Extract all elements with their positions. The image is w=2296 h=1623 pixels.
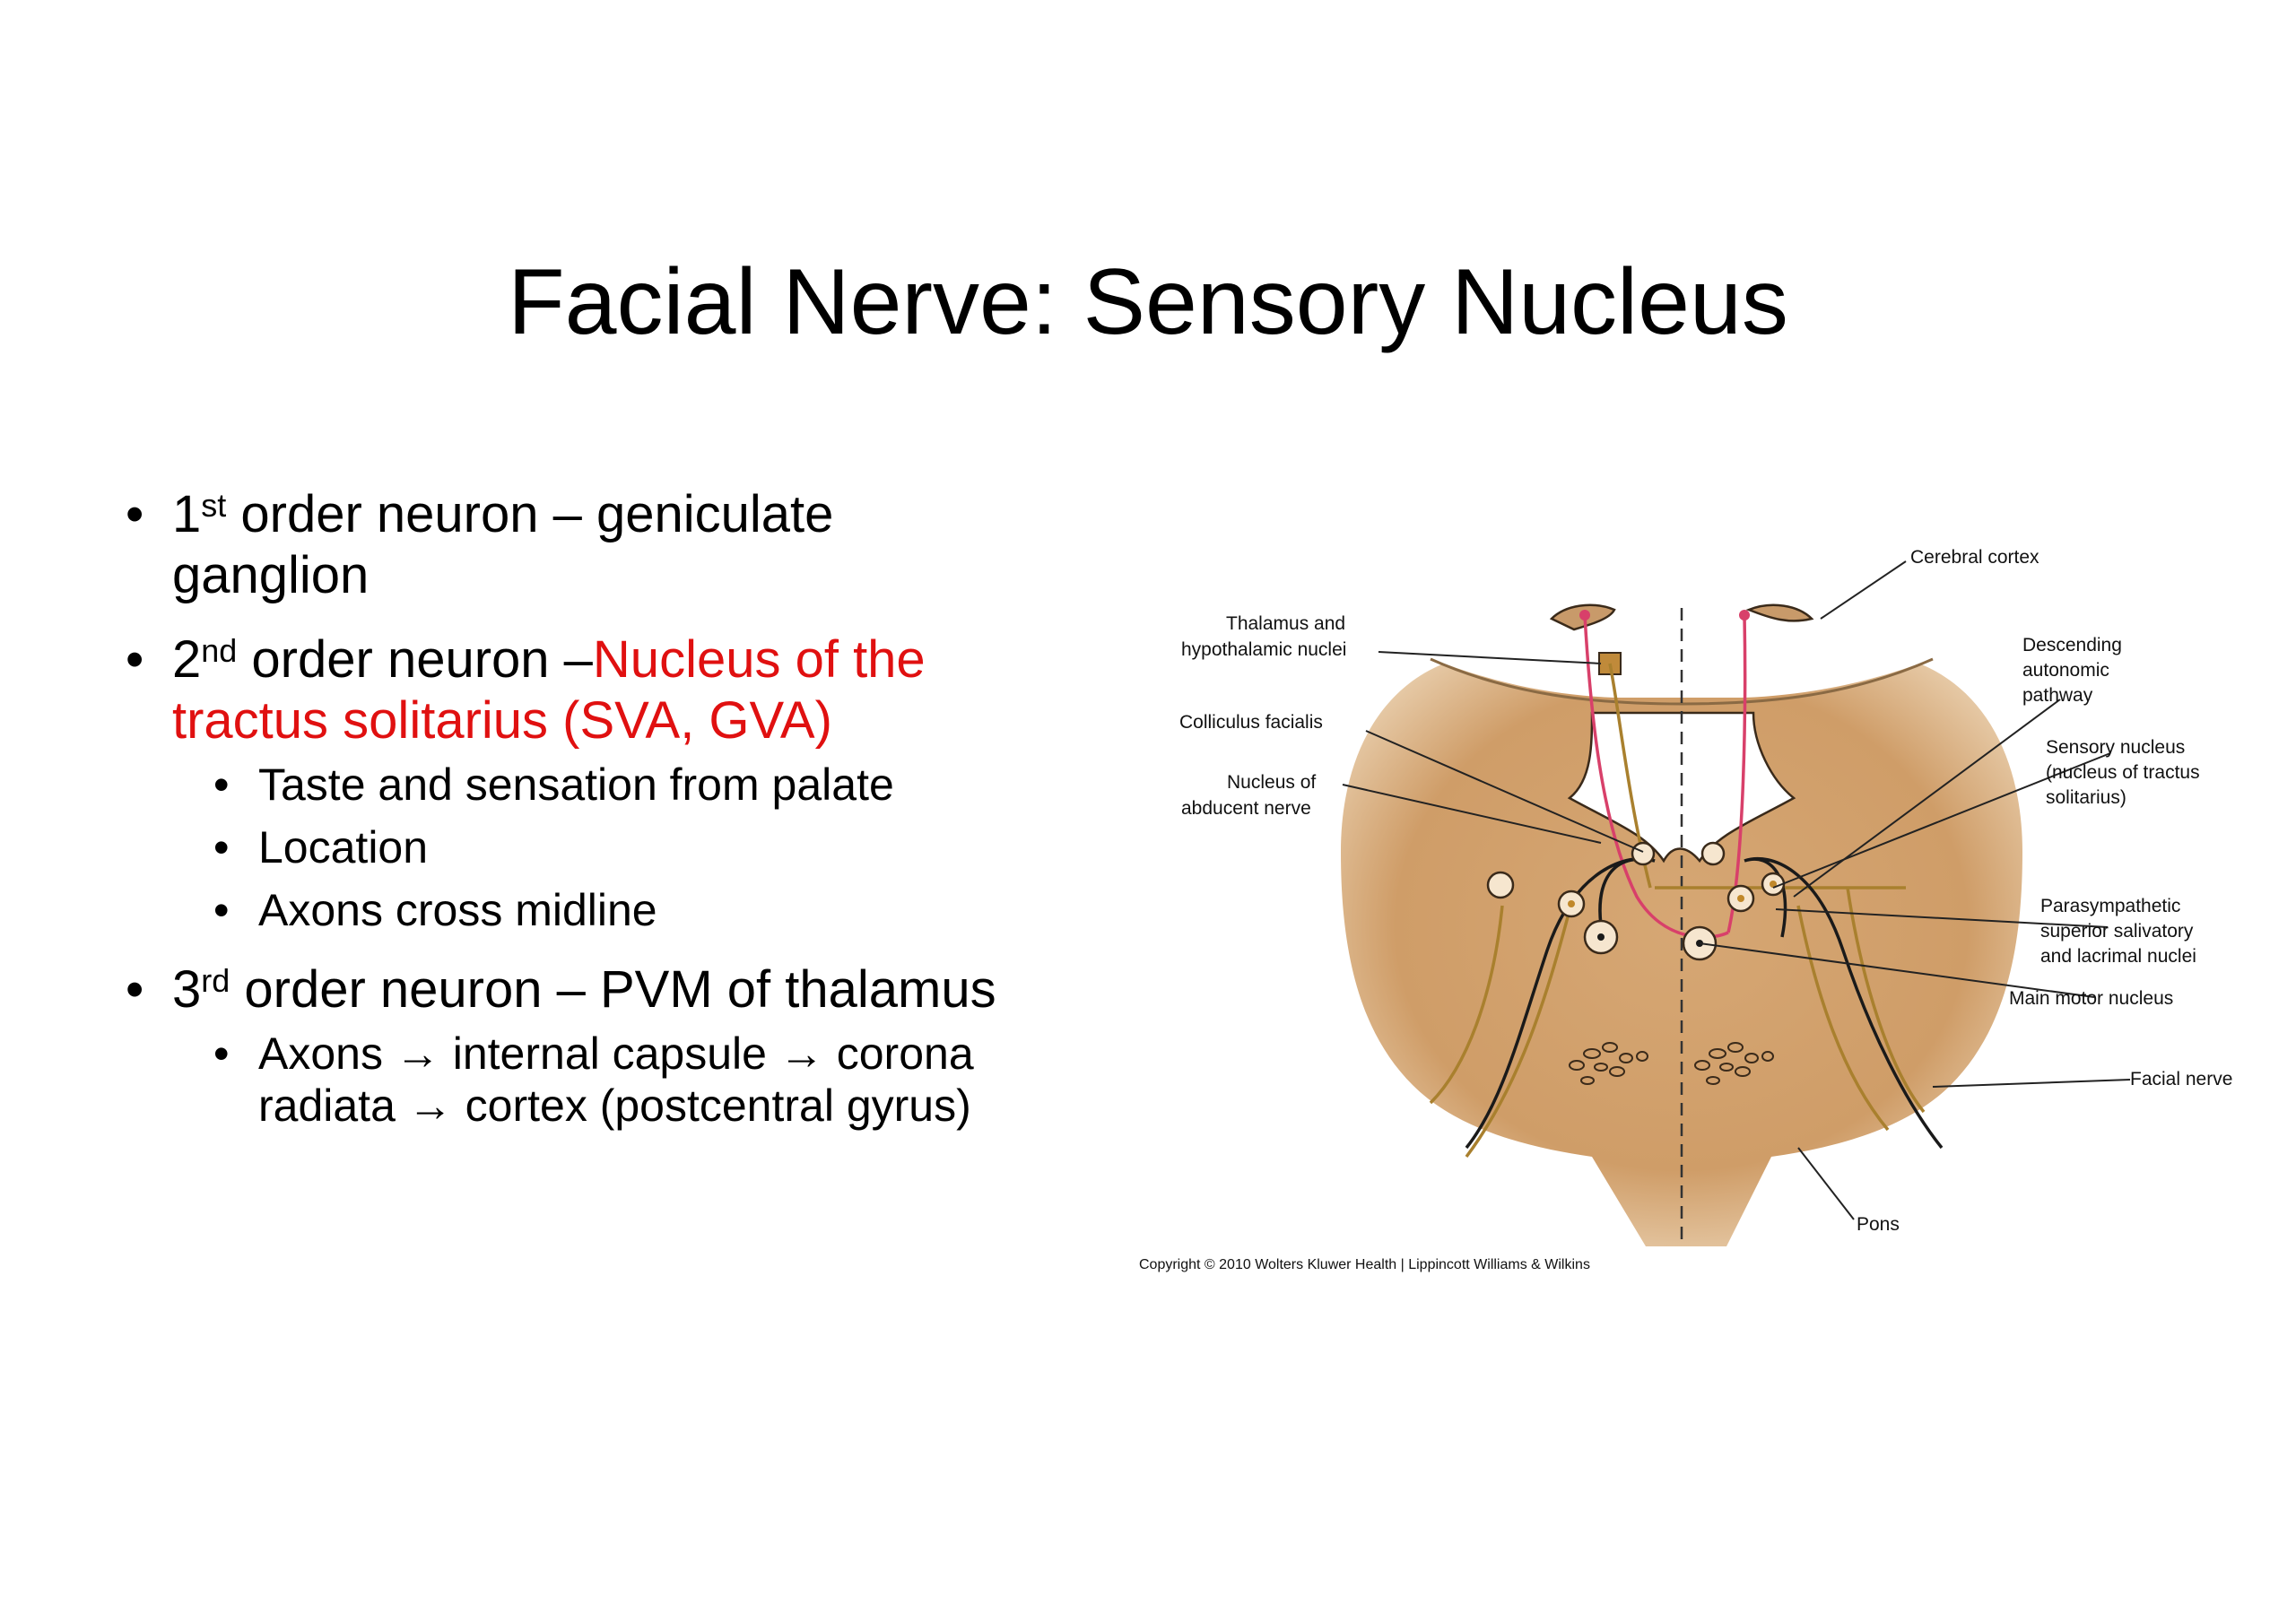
fourth-ventricle: [1567, 711, 1796, 864]
bullet-first-order: 1st order neuron – geniculate ganglion: [126, 484, 1022, 606]
sub-bullet: Axons cross midline: [172, 884, 1022, 936]
bullet-third-order: 3rd order neuron – PVM of thalamus Axons…: [126, 959, 1022, 1132]
bullet-text: order neuron – geniculate ganglion: [172, 485, 834, 604]
leader-lines: [1342, 560, 2131, 1220]
label-sensory-line3: solitarius): [2046, 787, 2126, 808]
copyright-text: Copyright © 2010 Wolters Kluwer Health |…: [1139, 1257, 1590, 1272]
tan-nuclei-centers: [1568, 881, 1777, 907]
label-sensory-line1: Sensory nucleus: [2046, 737, 2185, 758]
bullet-text: order neuron – PVM of thalamus: [230, 960, 996, 1019]
label-sensory-line2: (nucleus of tractus: [2046, 762, 2200, 783]
ventricle-band: [1430, 657, 1934, 706]
label-thalamus-line2: hypothalamic nuclei: [1181, 639, 1346, 660]
label-parasym-line2: superior salivatory: [2040, 921, 2194, 942]
sub-bullet: Location: [172, 821, 1022, 873]
label-parasym-line1: Parasympathetic: [2040, 896, 2180, 916]
pons-body: [1341, 664, 2022, 1246]
label-pons: Pons: [1857, 1214, 1900, 1235]
slide-title: Facial Nerve: Sensory Nucleus: [508, 250, 1788, 354]
sub-bullet: Taste and sensation from palate: [172, 759, 1022, 811]
sub-bullet-list: Axons → internal capsule → corona radiat…: [172, 1028, 1022, 1132]
bullet-number: 2: [172, 630, 202, 689]
bullet-second-order: 2nd order neuron –Nucleus of the tractus…: [126, 629, 1022, 936]
diagram-svg: Cerebral cortex Thalamus and hypothalami…: [1139, 547, 2232, 1272]
label-descending-line2: autonomic: [2022, 660, 2109, 681]
label-cerebral-cortex: Cerebral cortex: [1910, 547, 2039, 568]
label-main-motor: Main motor nucleus: [2009, 988, 2173, 1009]
red-dot-left: [1579, 610, 1590, 621]
facial-nerve-diagram: Cerebral cortex Thalamus and hypothalami…: [1126, 529, 2274, 1300]
label-thalamus-line1: Thalamus and: [1226, 613, 1345, 634]
fiber-bundles: [1569, 1042, 1774, 1085]
bullet-number: 1: [172, 485, 202, 543]
bullet-highlight-text: Nucleus of the tractus solitarius (SVA, …: [172, 630, 926, 750]
bullet-superscript: st: [201, 487, 227, 524]
red-dot-right: [1739, 610, 1750, 621]
bullet-list: 1st order neuron – geniculate ganglion 2…: [126, 484, 1022, 1155]
label-parasym-line3: and lacrimal nuclei: [2040, 946, 2196, 967]
label-facial-nerve: Facial nerve: [2130, 1069, 2232, 1089]
label-abducent-line2: abducent nerve: [1181, 798, 1311, 819]
bullet-text: order neuron –: [237, 630, 593, 689]
label-colliculus: Colliculus facialis: [1179, 712, 1323, 733]
bullet-superscript: nd: [201, 632, 238, 669]
bullet-superscript: rd: [201, 962, 230, 999]
label-descending-line1: Descending: [2022, 635, 2122, 655]
bullet-number: 3: [172, 960, 202, 1019]
cortex-right: [1745, 603, 1814, 622]
sub-bullet-list: Taste and sensation from palate Location…: [172, 759, 1022, 936]
label-descending-line3: pathway: [2022, 685, 2093, 706]
sub-bullet: Axons → internal capsule → corona radiat…: [172, 1028, 1022, 1132]
label-abducent-line1: Nucleus of: [1227, 772, 1316, 793]
